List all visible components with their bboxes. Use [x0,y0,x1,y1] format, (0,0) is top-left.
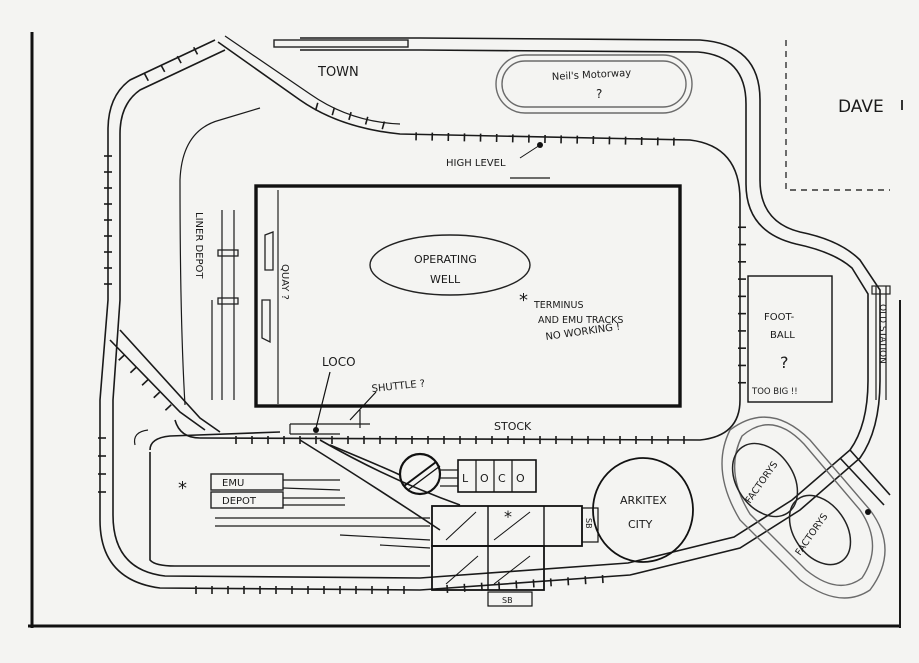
label-quay: QUAY ? [279,264,290,300]
label-terminus-1: TERMINUS [533,300,584,311]
sleeper-tick [314,102,319,111]
sleeper-tick [153,391,161,399]
label-old-station: OLD STATION [877,304,887,364]
football-pitch [747,275,833,403]
label-football-2: BALL [770,330,795,341]
operating-well [254,184,682,408]
turntable-and-loco-shed [398,452,537,496]
sleeper-tick [446,584,449,593]
liner-depot-sidings [211,210,239,400]
sleeper-tick [532,579,535,588]
label-factorys-1: FACTORYS [743,460,780,506]
label-operating-well-2: WELL [430,273,461,286]
star-terminus: * [519,290,528,311]
sleeper-tick [331,107,336,116]
operating-well-oval [369,234,531,296]
sleeper-ticks [98,46,746,594]
label-dave: DAVE [838,97,884,117]
sleeper-tick [164,404,172,411]
label-stock: STOCK [494,420,532,433]
label-emu: EMU [222,478,244,489]
label-sb-right: SB [584,518,593,529]
sleeper-tick [515,580,518,589]
label-motorway-question: ? [596,87,602,101]
sleeper-tick [193,46,199,55]
loco-shed-letter-2: O [480,472,489,485]
label-sb-bottom: SB [502,596,513,605]
sleeper-tick [364,116,369,125]
star-emu: * [178,478,187,499]
sleeper-tick [141,379,149,386]
lower-yard [133,410,461,567]
terminus-station [431,505,599,607]
label-motorway: Neil's Motorway [552,68,632,83]
labels: TOWN Neil's Motorway ? DAVE HIGH LEVEL O… [178,65,887,605]
sleeper-tick [463,583,466,592]
sleeper-tick [584,576,587,585]
sleeper-tick [601,575,604,584]
label-arkitex-1: ARKITEX [620,494,667,507]
label-factorys-2: FACTORYS [793,512,830,558]
label-too-big: TOO BIG !! [751,387,798,397]
sleeper-tick [498,581,501,590]
sleeper-tick [118,354,126,361]
dave-area-boundary [785,40,903,191]
label-high-level: HIGH LEVEL [446,158,506,169]
label-shuttle: SHUTTLE ? [371,378,425,395]
sleeper-tick [176,55,182,64]
loco-shed-letter-1: L [462,472,469,485]
sleeper-tick [567,577,570,586]
label-operating-well-1: OPERATING [414,253,477,266]
loco-shed-letter-3: C [498,472,506,485]
turntable [398,452,442,496]
old-station [871,285,891,400]
sleeper-tick [549,578,552,587]
label-liner-depot: LINER DEPOT [193,212,204,279]
arkitex-city [592,457,694,563]
sleeper-tick [348,111,352,121]
sleeper-tick [129,366,137,374]
sleeper-tick [143,73,149,82]
loco-shed-letter-4: O [516,472,525,485]
outer-main-loop [99,37,881,591]
label-football-1: FOOT- [764,312,795,323]
label-football-question: ? [780,353,789,372]
label-arkitex-2: CITY [628,518,653,531]
label-town: TOWN [317,65,359,80]
sleeper-tick [381,121,386,130]
town-siding [273,39,409,48]
factory-loop [721,416,891,599]
label-depot: DEPOT [222,496,257,507]
label-terminus-2: AND EMU TRACKS [538,315,623,326]
loco-shed [457,459,537,493]
motorway-oval [495,54,693,114]
star-terminus-block: * [504,507,512,526]
label-loco-top: LOCO [322,355,356,369]
baseboard-outline [28,32,901,628]
sleeper-tick [480,582,483,591]
high-level-loop [109,35,741,441]
sleeper-tick [160,64,166,73]
